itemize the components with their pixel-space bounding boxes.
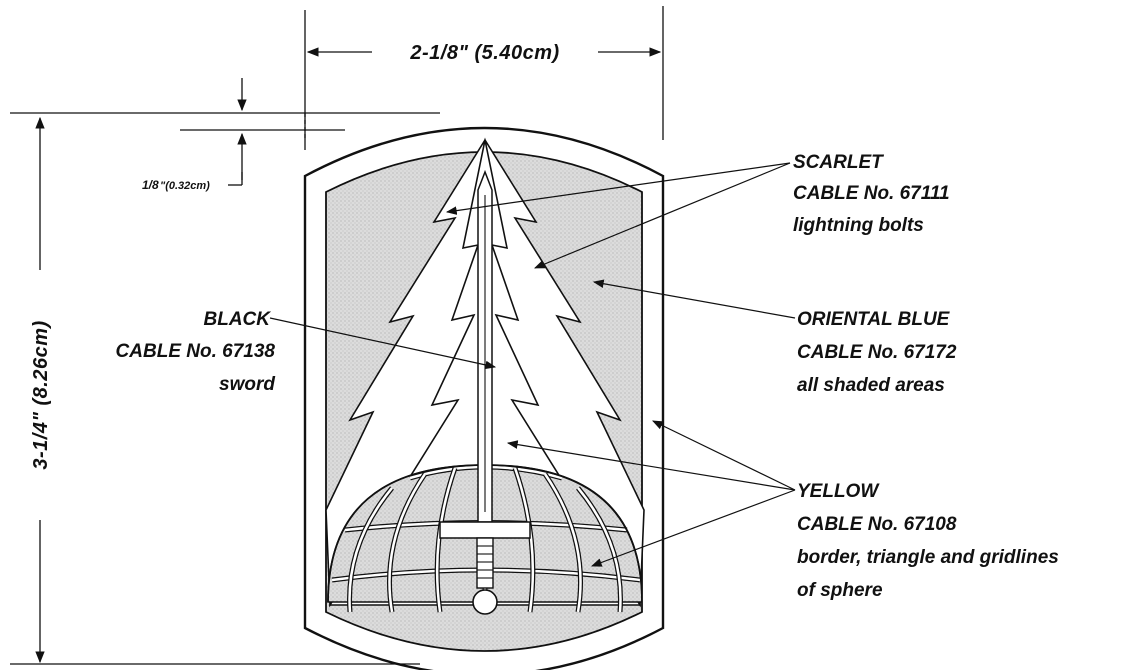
callout-cable-number: CABLE No. 67111: [793, 183, 950, 204]
sword-grip: [476, 537, 494, 589]
svg-text:1/8: 1/8: [142, 178, 159, 192]
sword-crossguard: [439, 521, 531, 539]
callout-color-name: ORIENTAL BLUE: [797, 309, 951, 330]
callout-usage: all shaded areas: [797, 375, 945, 396]
lightning-bolt-left: [325, 139, 486, 608]
sword-pommel: [472, 589, 498, 615]
width-dimension-label: 2-1/8" (5.40cm): [409, 42, 559, 64]
leader-lines: [269, 162, 796, 567]
callout-yellow: YELLOW CABLE No. 67108 border, triangle …: [797, 481, 1059, 601]
callout-color-name: BLACK: [204, 309, 272, 330]
callout-usage: sword: [219, 374, 275, 395]
callout-usage: of sphere: [797, 580, 883, 601]
callout-black: BLACK CABLE No. 67138 sword: [116, 309, 276, 395]
svg-text:"(0.32cm): "(0.32cm): [160, 180, 210, 192]
patch: [303, 126, 665, 670]
lightning-bolt-right: [484, 139, 645, 608]
callout-usage: lightning bolts: [793, 215, 924, 236]
height-dimension-label: 3-1/4" (8.26cm): [30, 320, 52, 469]
callout-color-name: YELLOW: [797, 481, 880, 502]
callout-cable-number: CABLE No. 67138: [116, 341, 276, 362]
callout-color-name: SCARLET: [793, 152, 884, 173]
callout-usage: border, triangle and gridlines: [797, 547, 1059, 568]
dimension-lines: [10, 6, 664, 665]
callout-cable-number: CABLE No. 67172: [797, 342, 957, 363]
border-dimension-label: 1/8 "(0.32cm): [142, 178, 210, 192]
sword: [439, 169, 531, 615]
callout-scarlet: SCARLET CABLE No. 67111 lightning bolts: [793, 152, 950, 236]
callout-cable-number: CABLE No. 67108: [797, 514, 957, 535]
callout-oriental-blue: ORIENTAL BLUE CABLE No. 67172 all shaded…: [797, 309, 957, 396]
